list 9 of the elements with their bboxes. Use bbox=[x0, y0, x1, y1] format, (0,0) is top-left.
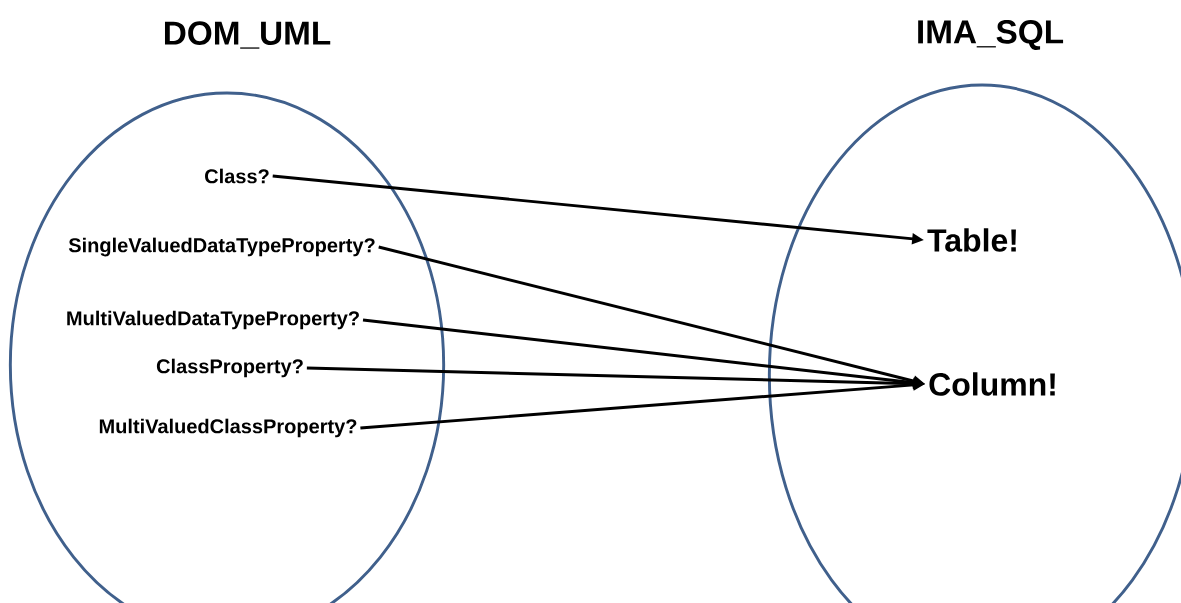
label-text: MultiValuedClassProperty? bbox=[99, 418, 357, 438]
heading: DOM_UML bbox=[165, 21, 331, 49]
label-text: Column! bbox=[929, 372, 1055, 396]
label-text: SingleValuedDataTypeProperty? bbox=[68, 237, 375, 257]
label-text: MultiValuedDataTypeProperty? bbox=[67, 310, 359, 330]
label-text: Class? bbox=[205, 168, 269, 184]
label-text: Table! bbox=[927, 228, 1016, 252]
label-text: ClassProperty? bbox=[156, 358, 303, 378]
heading: IMA_SQL bbox=[918, 20, 1064, 50]
